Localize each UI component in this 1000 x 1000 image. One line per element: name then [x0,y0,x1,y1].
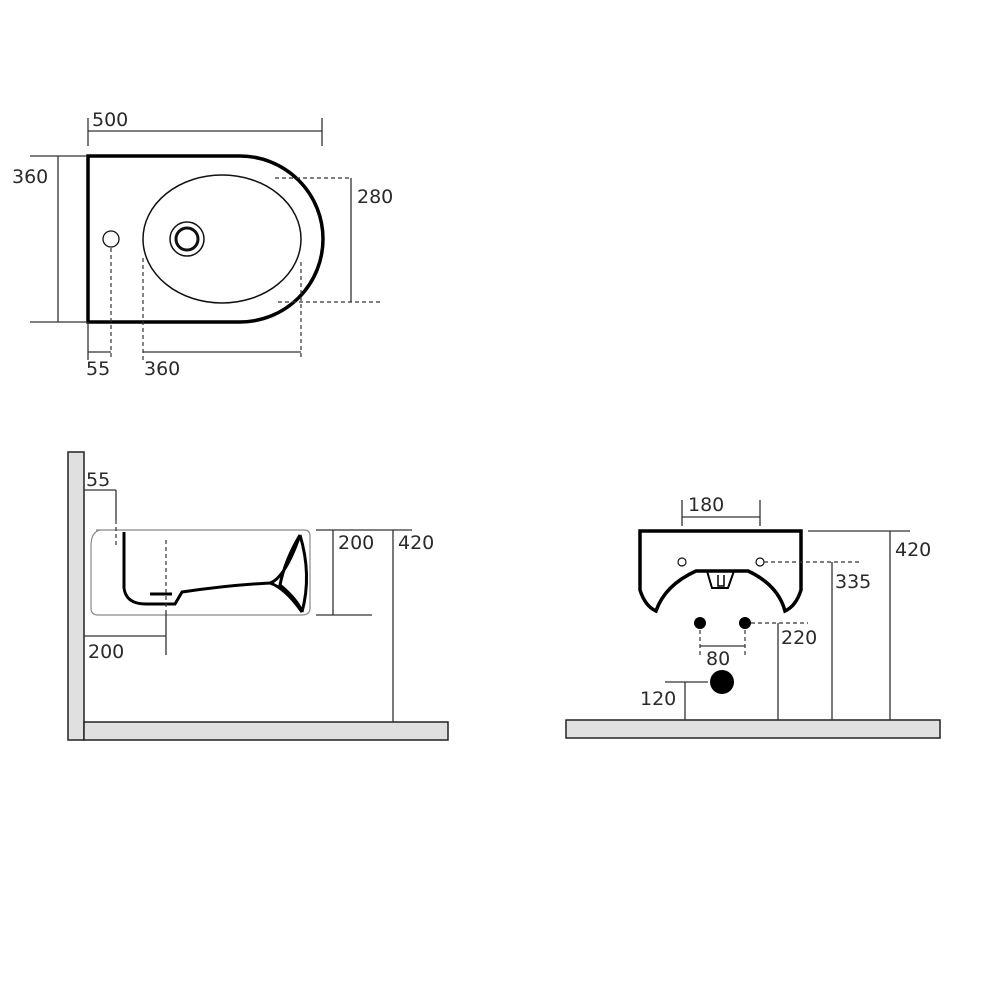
side-view: 55 200 200 420 [67,451,449,741]
fixing-height-label: 335 [835,571,871,593]
back-floor [565,719,941,739]
tap-hole [102,230,120,248]
back-view: 180 420 335 220 80 120 [565,494,941,739]
waste-outlet [710,670,734,694]
fixing-distance-label: 180 [688,494,724,516]
back-body-outline [638,529,803,614]
total-height-label: 420 [398,532,434,554]
side-rim-profile [298,534,309,613]
supply-spacing-label: 80 [706,648,730,670]
drain-offset-label: 200 [88,641,124,663]
back-total-height-label: 420 [895,539,931,561]
supply-height-label: 220 [781,627,817,649]
back-drain-outlet [706,570,735,589]
fixing-hole-right [755,557,765,567]
bowl-length-label: 360 [144,358,180,380]
tap-offset-label: 55 [86,358,110,380]
drain-inner [174,226,200,252]
bowl-outline [142,174,302,304]
side-floor [83,721,449,741]
side-wall [67,451,85,741]
side-drain [150,592,172,606]
depth-label: 360 [12,166,48,188]
supply-point-right [739,617,751,629]
back-drain-inner [717,575,725,587]
bowl-depth-label: 280 [357,186,393,208]
fixing-hole-left [677,557,687,567]
top-view: 500 360 280 55 360 [12,109,393,380]
width-label: 500 [92,109,128,131]
supply-point-left [694,617,706,629]
top-offset-label: 55 [86,469,110,491]
waste-height-label: 120 [640,688,676,710]
bowl-height-label: 200 [338,532,374,554]
side-body-outline [90,529,311,616]
